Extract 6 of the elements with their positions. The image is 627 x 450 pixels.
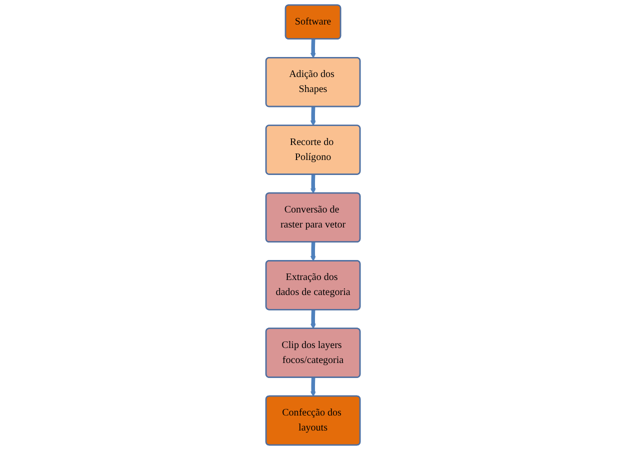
arrow: [310, 377, 316, 397]
arrow: [310, 242, 316, 262]
arrow: [310, 38, 316, 58]
arrow: [310, 106, 316, 126]
arrow: [310, 310, 316, 329]
arrow: [310, 174, 316, 194]
